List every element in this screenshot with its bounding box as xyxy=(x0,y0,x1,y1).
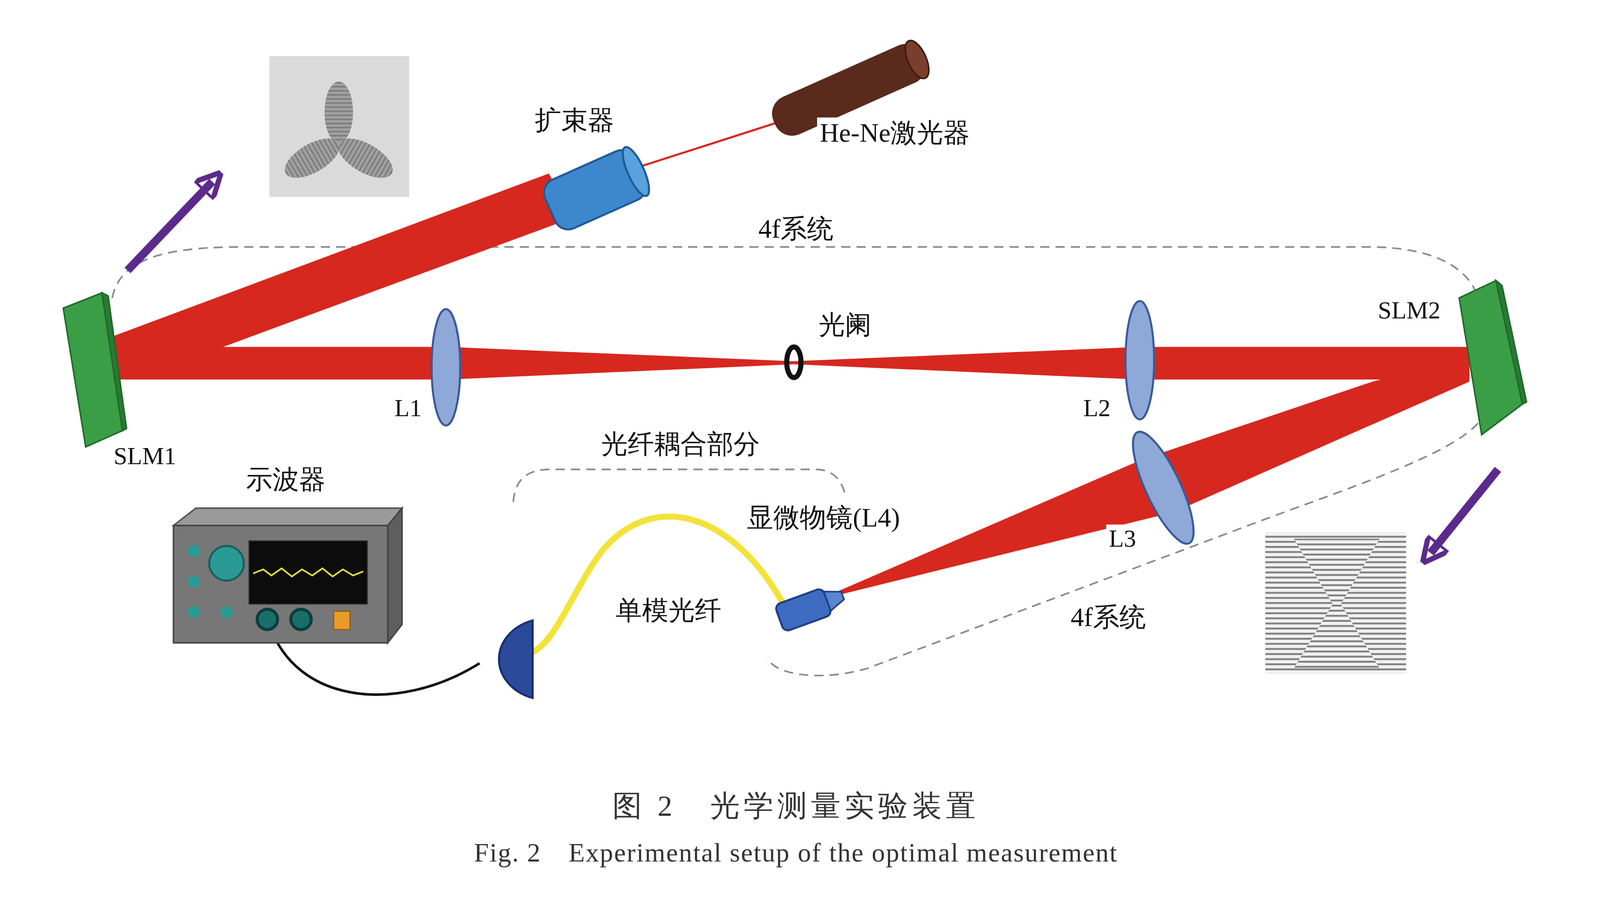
oscilloscope xyxy=(333,611,350,630)
slm xyxy=(1495,280,1527,404)
beam-expander xyxy=(539,143,655,235)
he-ne-laser xyxy=(900,37,934,83)
pointer-arrow xyxy=(127,181,1499,553)
part-label: 光纤耦合部分 xyxy=(598,428,763,460)
microscope-objective xyxy=(774,587,833,633)
oscilloscope xyxy=(252,568,364,577)
oscilloscope xyxy=(209,545,244,581)
part-label: SLM2 xyxy=(1375,295,1444,325)
lens xyxy=(1125,300,1155,420)
hologram-inset xyxy=(269,56,410,197)
oscilloscope xyxy=(187,605,200,618)
microscope-objective xyxy=(774,581,848,632)
hologram-inset xyxy=(331,130,399,186)
dashed-bracket xyxy=(767,410,1486,676)
part-label: SLM1 xyxy=(110,442,179,471)
figure-caption: 图 2 光学测量实验装置 xyxy=(612,785,980,826)
hologram-inset xyxy=(324,81,354,144)
hologram-inset xyxy=(278,130,346,186)
grating-inset xyxy=(1265,532,1406,674)
part-label: 4f系统 xyxy=(755,213,837,244)
pointer-arrow xyxy=(1430,469,1498,554)
oscilloscope xyxy=(173,525,388,643)
part-label: L2 xyxy=(1080,394,1114,423)
part-label: L1 xyxy=(391,394,425,423)
part-label: 4f系统 xyxy=(1067,601,1149,633)
grating-inset xyxy=(1293,538,1380,668)
part-label: 光阑 xyxy=(815,308,875,340)
laser-beam xyxy=(640,122,778,167)
single-mode-fiber xyxy=(530,516,789,653)
oscilloscope xyxy=(248,540,368,604)
oscilloscope xyxy=(187,575,200,588)
oscilloscope xyxy=(387,507,403,643)
beam-expander xyxy=(617,143,655,200)
part-label: L3 xyxy=(1105,524,1139,553)
photodetector xyxy=(498,620,533,698)
part-label: 显微物镜(L4) xyxy=(744,501,903,533)
slm xyxy=(63,280,1527,447)
oscilloscope xyxy=(187,544,200,557)
lens xyxy=(431,308,461,425)
part-label: 扩束器 xyxy=(532,104,617,136)
hologram-inset xyxy=(269,56,410,197)
oscilloscope xyxy=(290,608,312,630)
part-label: 单模光纤 xyxy=(612,594,725,626)
laser-beam xyxy=(106,173,572,352)
grating-inset xyxy=(1265,532,1406,674)
oscilloscope xyxy=(173,507,403,526)
aperture xyxy=(786,346,802,378)
oscilloscope xyxy=(220,605,233,618)
oscilloscope xyxy=(173,507,403,643)
slm xyxy=(102,292,127,431)
part-label: 示波器 xyxy=(243,463,329,495)
part-label: He-Ne激光器 xyxy=(817,117,973,148)
oscilloscope xyxy=(257,608,278,630)
caption-english: Fig. 2 Experimental setup of the optimal… xyxy=(473,834,1118,871)
microscope-objective xyxy=(823,585,847,611)
lens xyxy=(431,300,1206,551)
dashed-bracket xyxy=(513,469,846,503)
pointer-arrow xyxy=(127,181,213,271)
